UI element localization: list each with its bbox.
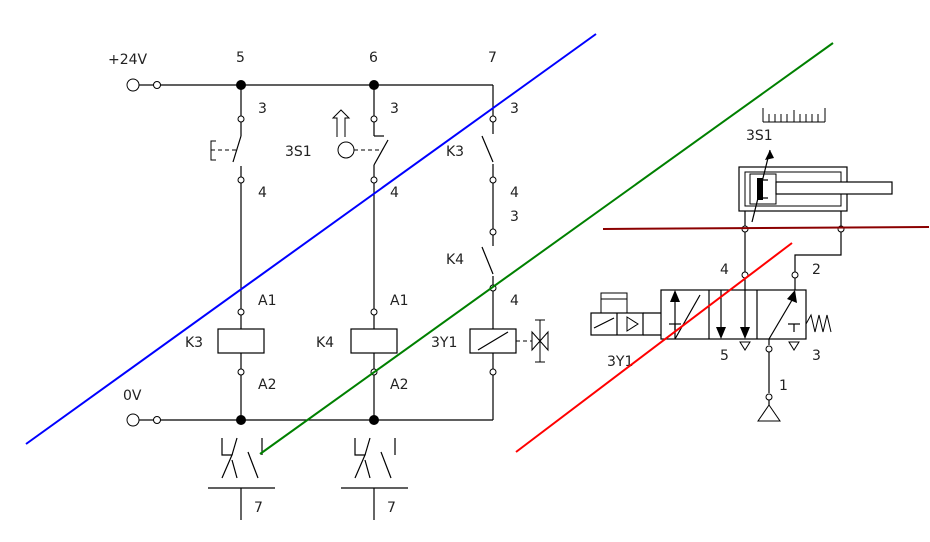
- column-5-label: 5: [236, 50, 245, 66]
- red-overlay-line: [515, 242, 793, 453]
- plus-24v-label: +24V: [108, 52, 148, 68]
- port-2-label: 2: [812, 262, 821, 278]
- port-1-label: 1: [779, 378, 788, 394]
- k4-contact-reference: [341, 437, 408, 520]
- col7-contact-mid3: 3: [510, 209, 519, 225]
- k3-coil-label: K3: [185, 335, 203, 351]
- col5-contact-top: 3: [258, 101, 267, 117]
- column-5-circuit: [210, 85, 265, 420]
- cylinder-sensor-label: 3S1: [746, 128, 773, 144]
- column-6-circuit: [331, 85, 398, 420]
- 3y1-coil-label: 3Y1: [431, 335, 457, 351]
- plus-24v-rail: [126, 78, 493, 92]
- port-5-label: 5: [720, 348, 729, 364]
- col7-contact-top: 3: [510, 101, 519, 117]
- k4-reference-column: 7: [387, 500, 396, 516]
- valve-solenoid: [590, 292, 661, 336]
- pneumatic-cylinder: [738, 149, 893, 223]
- blue-overlay-line: [25, 33, 597, 445]
- zero-volt-rail: [126, 413, 493, 427]
- k3-contact-label: K3: [446, 144, 464, 160]
- position-scale: [762, 108, 826, 123]
- k3-reference-column: 7: [254, 500, 263, 516]
- k3-coil-a1: A1: [258, 293, 276, 309]
- column-7-circuit: [469, 85, 549, 420]
- k3-coil-a2: A2: [258, 377, 276, 393]
- zero-volt-label: 0V: [123, 388, 142, 404]
- valve-solenoid-label: 3Y1: [607, 354, 633, 370]
- green-overlay-line: [259, 42, 834, 455]
- sensor-3s1-label: 3S1: [285, 144, 312, 160]
- port-3-label: 3: [812, 348, 821, 364]
- k3-coil: [217, 328, 265, 354]
- col6-contact-bottom: 4: [390, 185, 399, 201]
- k4-coil-a1: A1: [390, 293, 408, 309]
- port-4-label: 4: [720, 262, 729, 278]
- k4-coil-a2: A2: [390, 377, 408, 393]
- directional-valve: [660, 289, 832, 351]
- k4-coil-label: K4: [316, 335, 334, 351]
- col6-contact-top: 3: [390, 101, 399, 117]
- col7-contact-mid4: 4: [510, 185, 519, 201]
- k4-contact-label: K4: [446, 252, 464, 268]
- column-6-label: 6: [369, 50, 378, 66]
- col7-contact-bottom: 4: [510, 293, 519, 309]
- darkred-overlay-line: [602, 226, 930, 230]
- k3-contact-reference: [208, 437, 275, 520]
- k4-coil: [350, 328, 398, 354]
- col5-contact-bottom: 4: [258, 185, 267, 201]
- column-7-label: 7: [488, 50, 497, 66]
